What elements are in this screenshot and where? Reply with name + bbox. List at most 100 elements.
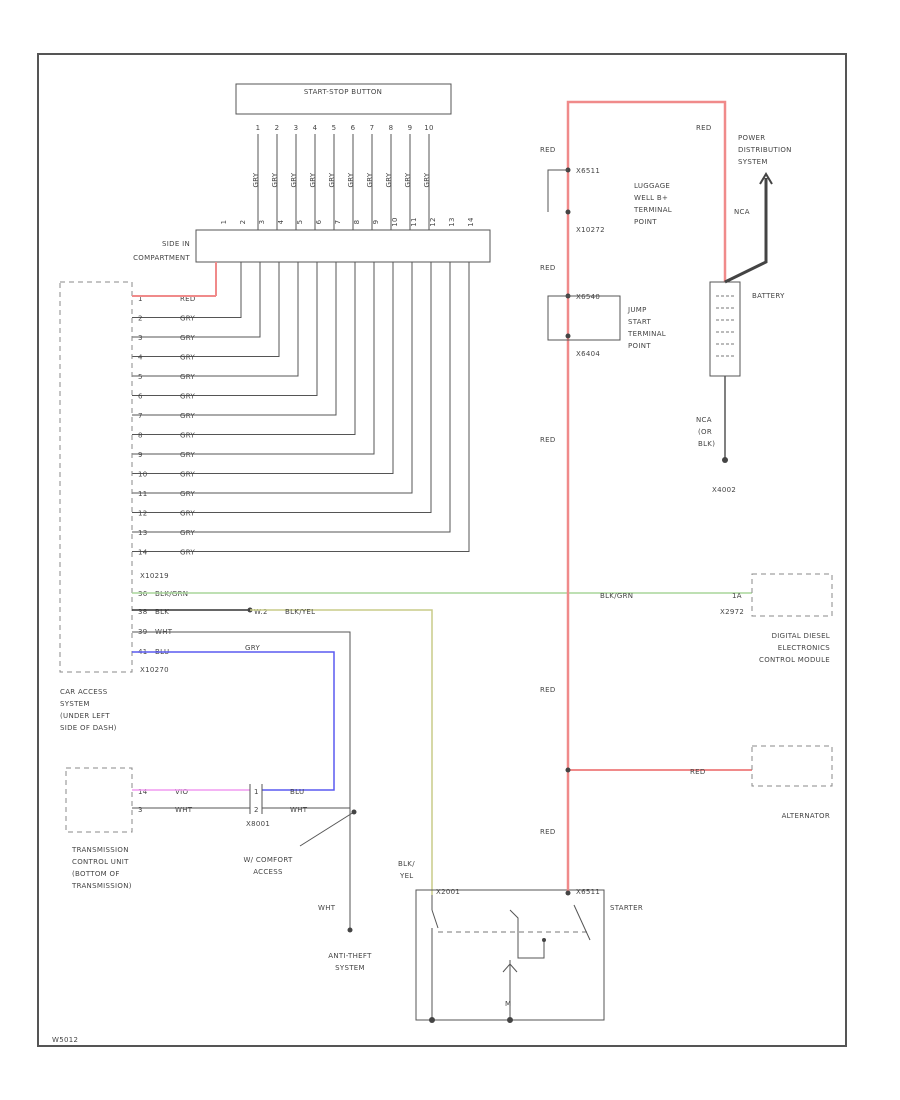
ssb-pin-4: 4 [313, 124, 318, 132]
module-pin-8: 8 [138, 432, 143, 440]
luggage-line-1: LUGGAGE [634, 182, 670, 190]
side-pin-1: 1 [220, 220, 228, 225]
luggage-line-3: TERMINAL [633, 206, 672, 214]
connector-x10270: X10270 [140, 666, 169, 674]
module-pin-6: 6 [138, 393, 143, 401]
car-access-title-2: SYSTEM [60, 700, 90, 708]
ssb-pin-3: 3 [294, 124, 299, 132]
power-dist-line-1: POWER [738, 134, 765, 142]
battery-label: BATTERY [752, 292, 785, 300]
starter-left-terminal: X2001 [436, 888, 460, 896]
luggage-line-4: POINT [634, 218, 657, 226]
comfort-access-line-1: W/ COMFORT [243, 856, 293, 864]
car-access-lower-pins: 36 BLK/GRN 38 BLK 39 WHT 41 BLU [138, 590, 188, 656]
side-pin-13: 13 [448, 217, 456, 227]
starter-label: STARTER [610, 904, 643, 912]
comfort-access-switch: W/ COMFORT ACCESS [243, 809, 357, 876]
ssb-wire-color-9: GRY [404, 172, 412, 187]
car-access-title-4: SIDE OF DASH) [60, 724, 117, 732]
pin-38-color: BLK [155, 608, 169, 616]
module-pin-10: 10 [138, 471, 148, 479]
gry-wire-7 [132, 262, 337, 416]
jump-start-terminal: X6540 X6404 JUMP START TERMINAL POINT [547, 293, 666, 358]
start-stop-button-label: START-STOP BUTTON [304, 88, 382, 96]
module-pin-color-13: GRY [180, 529, 195, 537]
luggage-terminal: X6511 [576, 167, 600, 175]
module-pin-1: 1 [138, 295, 143, 303]
red-label-1: RED [540, 146, 556, 154]
ssb-wire-color-1: GRY [252, 172, 260, 187]
gry-wire-bundle [132, 262, 470, 552]
gry-wire-14 [132, 262, 470, 552]
battery: BATTERY NCA (OR BLK) X4002 [696, 281, 785, 494]
red-label-4: RED [540, 686, 556, 694]
ssb-pin-9: 9 [408, 124, 413, 132]
module-pin-color-4: GRY [180, 354, 195, 362]
pin-36: 36 [138, 590, 148, 598]
ssb-pin-10: 10 [424, 124, 434, 132]
starter: STARTER X2001 X6511 BLK/ YEL M [398, 860, 643, 1023]
module-pin-color-8: GRY [180, 432, 195, 440]
side-pin-3: 3 [258, 220, 266, 225]
gry-wire-13 [132, 262, 451, 533]
ssb-wire-color-6: GRY [347, 172, 355, 187]
starter-wire-2: YEL [399, 872, 414, 880]
ssb-wire-color-4: GRY [309, 172, 317, 187]
luggage-line-2: WELL B+ [634, 194, 668, 202]
blk-yel-wire [250, 609, 433, 895]
ssb-wire-color-2: GRY [271, 172, 279, 187]
module-pin-4: 4 [138, 354, 143, 362]
jump-connector: X6404 [576, 350, 600, 358]
alternator: RED ALTERNATOR [690, 745, 833, 820]
luggage-connector: X10272 [576, 226, 605, 234]
junction-upper-color: BLU [290, 788, 304, 796]
ssb-pin-5: 5 [332, 124, 337, 132]
ssb-pin-6: 6 [351, 124, 356, 132]
ssb-pin-8: 8 [389, 124, 394, 132]
anti-theft-system: WHT ANTI-THEFT SYSTEM [318, 812, 372, 972]
gry-wire-12 [132, 262, 432, 513]
ssb-pin-7: 7 [370, 124, 375, 132]
junction-x8001: 1 2 X8001 BLU WHT [246, 784, 350, 828]
module-pin-color-3: GRY [180, 334, 195, 342]
ecm-line-1: DIGITAL DIESEL [772, 632, 830, 640]
gry-wire-4 [132, 262, 280, 357]
comfort-access-line-2: ACCESS [253, 868, 283, 876]
tcu-pin-14: 14 [138, 788, 148, 796]
side-connector-label-1: SIDE IN [162, 240, 190, 248]
module-pin-color-5: GRY [180, 373, 195, 381]
car-access-title: CAR ACCESS SYSTEM (UNDER LEFT SIDE OF DA… [60, 688, 117, 732]
tcu-pin-14-color: VIO [175, 788, 188, 796]
red-label-5: RED [540, 828, 556, 836]
side-pin-12: 12 [429, 217, 437, 227]
ssb-wire-color-10: GRY [423, 172, 431, 187]
car-access-title-1: CAR ACCESS [60, 688, 108, 696]
module-pin-11: 11 [138, 490, 148, 498]
car-access-title-3: (UNDER LEFT [60, 712, 110, 720]
ssb-wire-color-3: GRY [290, 172, 298, 187]
gry-wire-8 [132, 262, 356, 435]
side-connector-label-2: COMPARTMENT [133, 254, 190, 262]
module-pin-14: 14 [138, 549, 148, 557]
junction-label: X8001 [246, 820, 270, 828]
luggage-well-terminal: X6511 X10272 LUGGAGE WELL B+ TERMINAL PO… [547, 167, 672, 234]
battery-ground-wire-1: NCA [696, 416, 712, 424]
gry-wire-3 [132, 262, 261, 338]
module-pin-color-7: GRY [180, 412, 195, 420]
jump-line-1: JUMP [627, 306, 647, 314]
pin-38: 38 [138, 608, 148, 616]
module-pin-color-14: GRY [180, 549, 195, 557]
battery-ground-wire-2: (OR [698, 428, 712, 436]
module-pin-color-1: RED [180, 295, 196, 303]
power-distribution-system: NCA POWER DISTRIBUTION SYSTEM [724, 134, 791, 284]
alternator-wire: RED [690, 768, 706, 776]
power-dist-wire: NCA [734, 208, 750, 216]
junction-pin-1: 1 [254, 788, 259, 796]
footer-code: W5012 [52, 1036, 78, 1044]
red-power-trunk: RED RED RED RED RED RED [132, 100, 752, 896]
anti-theft-wire: WHT [318, 904, 336, 912]
alternator-label: ALTERNATOR [782, 812, 830, 820]
